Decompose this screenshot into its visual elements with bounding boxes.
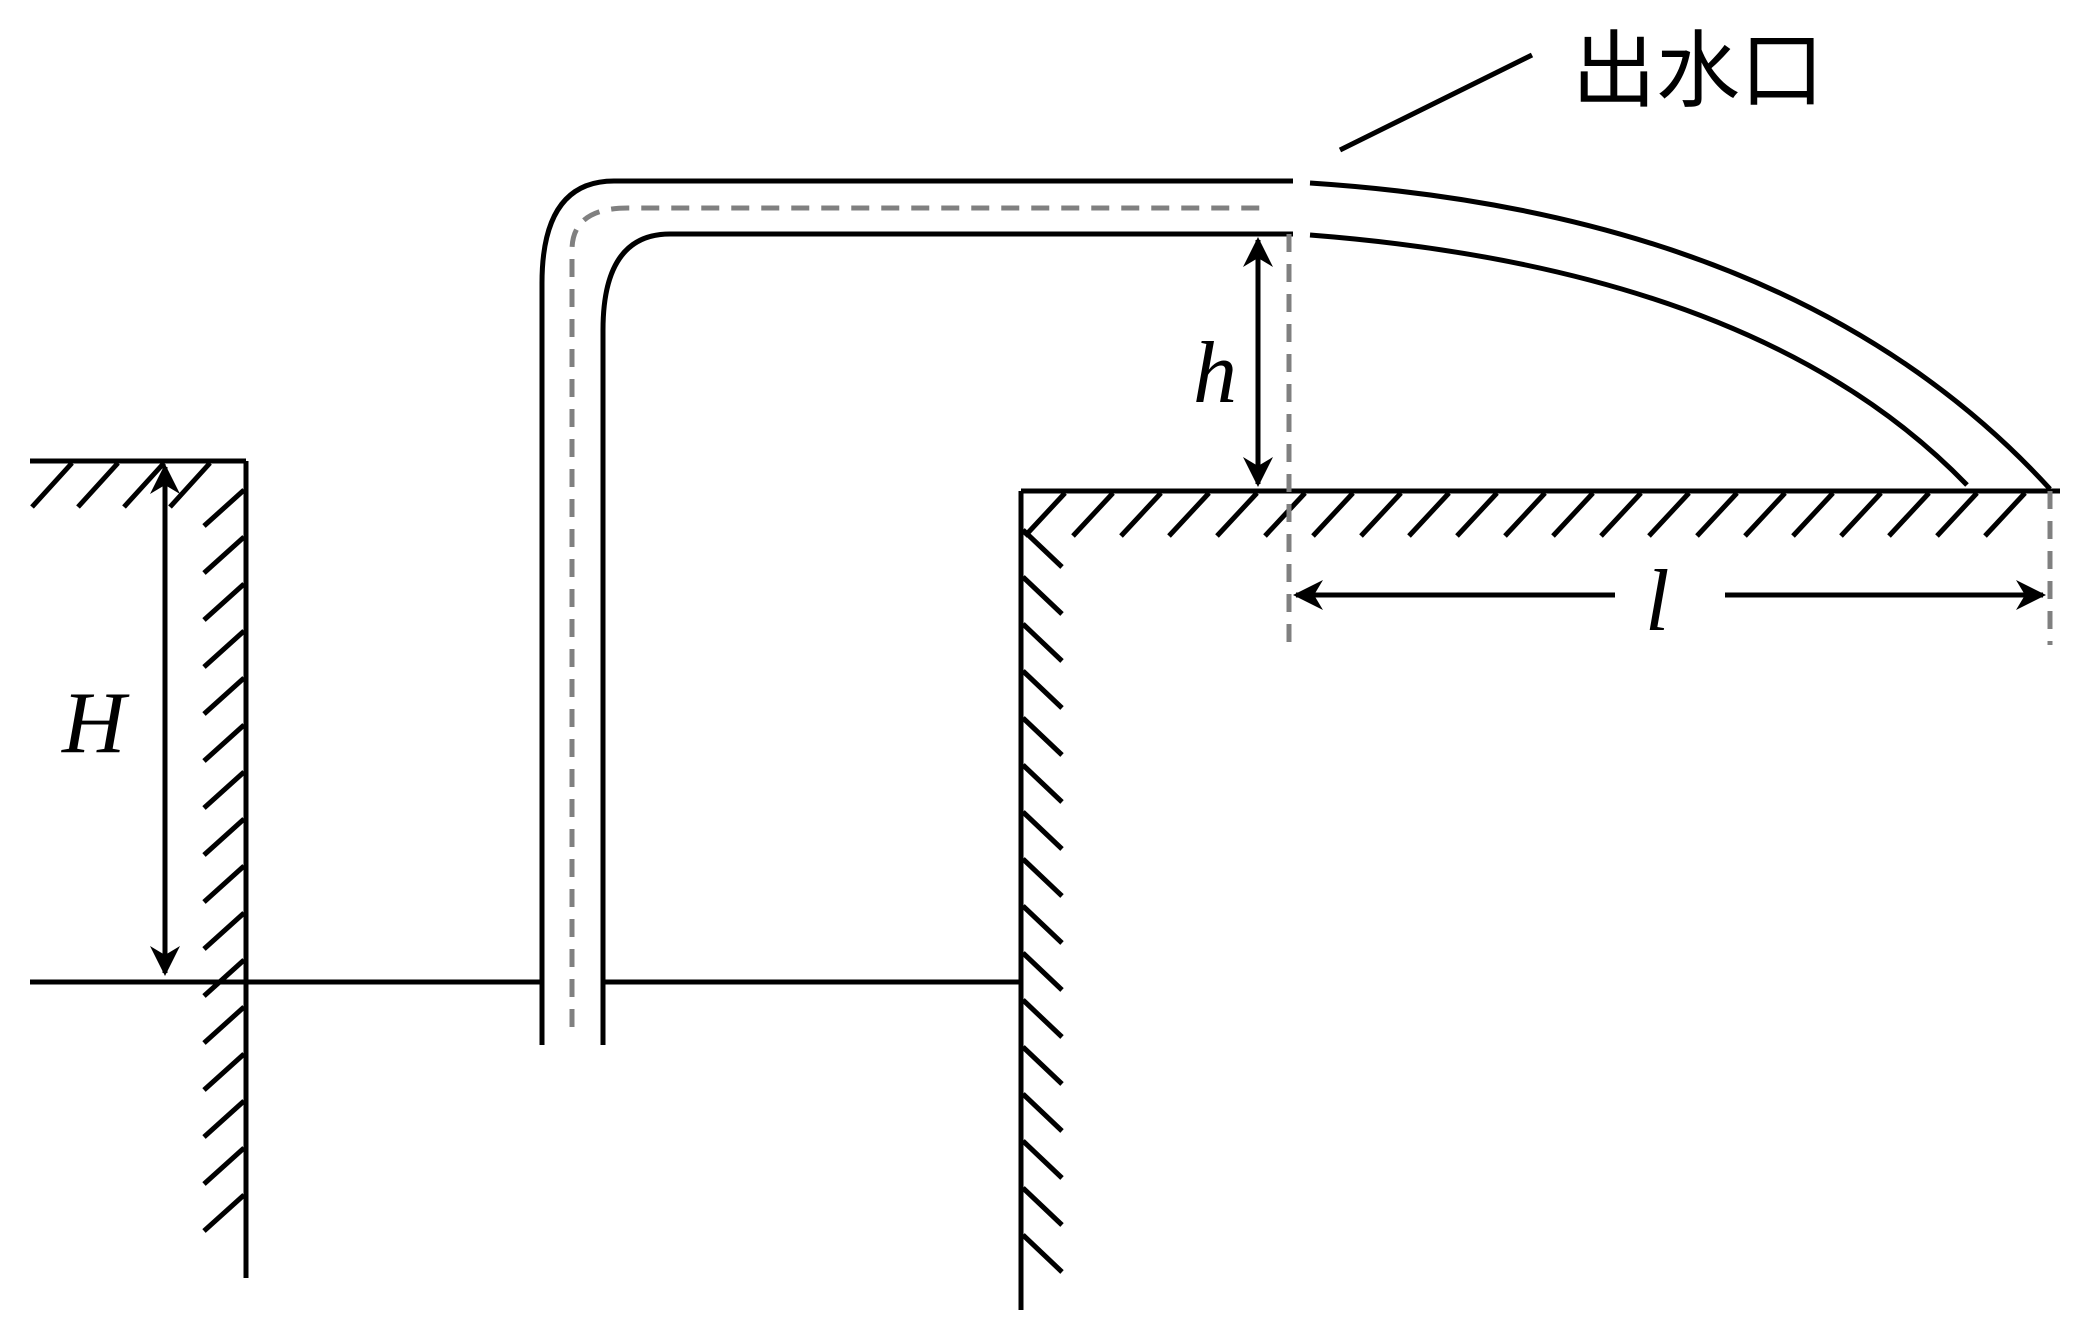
hatch-line: [202, 488, 246, 528]
pipe-centerline: [569, 205, 1270, 1027]
hatch-line: [1021, 810, 1064, 851]
hatch-line: [202, 1193, 246, 1233]
hatch-line: [1263, 491, 1307, 538]
hatch-line: [1021, 1139, 1064, 1180]
right-ground-block: [1018, 488, 2060, 1310]
right-ground-top-hatching: [1023, 491, 2027, 538]
left-ground-wall-hatching: [202, 488, 246, 1233]
hatch-line: [1021, 1092, 1064, 1133]
hatch-line: [168, 461, 212, 509]
hatch-line: [1021, 622, 1064, 663]
hatch-line: [1021, 575, 1064, 616]
hatch-line: [1695, 491, 1739, 538]
hatch-line: [122, 461, 166, 509]
water-jet: [1309, 180, 2052, 491]
outlet-leader-line: [1338, 52, 1534, 153]
dimension-H-label: H: [61, 675, 130, 772]
hatch-line: [202, 770, 246, 810]
hatch-line: [1023, 491, 1067, 538]
hatch-line: [202, 958, 246, 998]
hatch-line: [1983, 491, 2027, 538]
dimension-h-label: h: [1193, 325, 1237, 422]
hatch-line: [1311, 491, 1355, 538]
hatch-line: [1839, 491, 1883, 538]
hatch-line: [202, 1005, 246, 1045]
hatch-line: [1455, 491, 1499, 538]
hatch-line: [1167, 491, 1211, 538]
hatch-line: [202, 864, 246, 904]
left-ground-top-hatching: [30, 461, 212, 509]
hatch-line: [1021, 669, 1064, 710]
hatch-line: [202, 911, 246, 951]
hatch-line: [1021, 716, 1064, 757]
hatch-line: [1503, 491, 1547, 538]
hatch-line: [1791, 491, 1835, 538]
hatch-line: [202, 676, 246, 716]
hatch-line: [202, 1146, 246, 1186]
hatch-line: [1021, 1186, 1064, 1227]
hatch-line: [1647, 491, 1691, 538]
hatch-line: [1021, 998, 1064, 1039]
hatch-line: [76, 461, 120, 509]
hatch-line: [1021, 763, 1064, 804]
hatch-line: [1021, 1233, 1064, 1274]
dimension-l-label: l: [1645, 553, 1669, 650]
hatch-line: [1021, 528, 1064, 569]
pipe: [539, 178, 1293, 1045]
hatch-line: [1935, 491, 1979, 538]
hatch-line: [202, 723, 246, 763]
water-jet-upper-edge: [1309, 180, 2052, 491]
hatch-line: [202, 817, 246, 857]
hatch-line: [1021, 1045, 1064, 1086]
outlet-label: 出水口: [1572, 22, 1824, 120]
hatch-line: [202, 535, 246, 575]
hatch-line: [202, 582, 246, 622]
hatch-line: [1021, 951, 1064, 992]
hatch-line: [1215, 491, 1259, 538]
hatch-line: [1119, 491, 1163, 538]
left-ground-block: [30, 458, 249, 1278]
pipe-outer-wall: [539, 178, 1293, 1045]
hatch-line: [1599, 491, 1643, 538]
hatch-line: [1551, 491, 1595, 538]
hatch-line: [1887, 491, 1931, 538]
hatch-line: [1359, 491, 1403, 538]
hatch-line: [202, 629, 246, 669]
hatch-line: [1743, 491, 1787, 538]
hatch-line: [1407, 491, 1451, 538]
hatch-line: [1071, 491, 1115, 538]
hatch-line: [30, 461, 74, 509]
hatch-line: [1021, 904, 1064, 945]
right-ground-wall-hatching: [1021, 528, 1064, 1274]
hatch-line: [202, 1052, 246, 1092]
hatch-line: [1021, 857, 1064, 898]
water-jet-lower-edge: [1309, 232, 1969, 487]
pipe-inner-wall: [600, 231, 1293, 1045]
hatch-line: [202, 1099, 246, 1139]
